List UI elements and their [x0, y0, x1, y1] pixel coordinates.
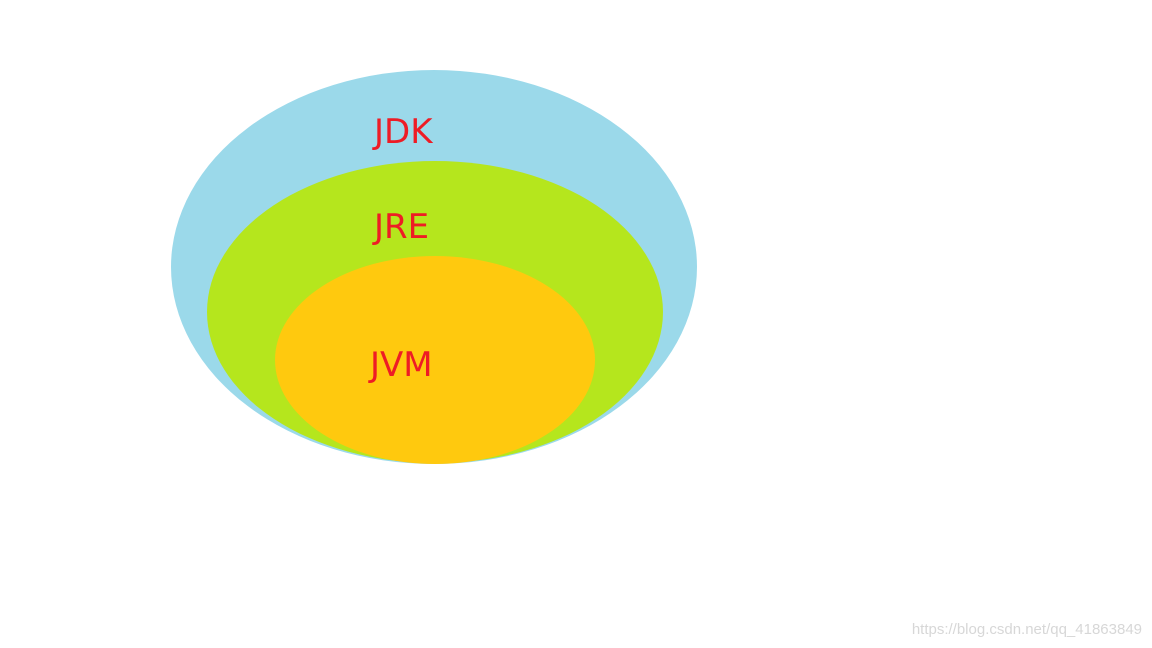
jvm-ellipse [275, 256, 595, 464]
watermark-text: https://blog.csdn.net/qq_41863849 [911, 621, 1142, 638]
jre-label: JRE [374, 207, 430, 247]
jdk-label: JDK [374, 112, 433, 152]
jvm-label: JVM [370, 345, 433, 385]
